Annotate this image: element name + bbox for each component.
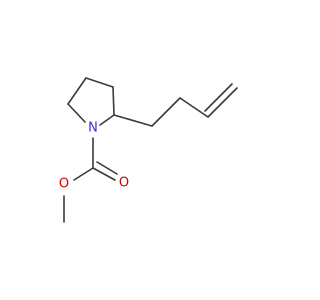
double-bond-co-2	[96, 161, 118, 175]
double-bond-inner	[204, 83, 233, 112]
double-bond-co-1	[92, 167, 116, 181]
bond-c2-chain1	[113, 114, 153, 127]
bond-c4-c3	[85, 77, 114, 88]
carbonyl-oxygen-label: O	[119, 176, 129, 191]
bond-c3-c2	[112, 86, 115, 116]
bond-c5-c4	[67, 77, 87, 105]
structure-canvas: N O O	[58, 77, 238, 223]
bond-n-c5	[67, 103, 86, 123]
ester-oxygen-label: O	[59, 177, 69, 192]
nitrogen-atom-label: N	[88, 121, 98, 136]
bond-c2-n	[99, 114, 115, 126]
bond-chain1-chain2	[151, 97, 181, 127]
bond-c-ester-o	[73, 167, 94, 181]
double-bond-outer	[207, 87, 238, 118]
bond-chain2-chain3	[179, 97, 209, 118]
molecule-drawing: N O O	[59, 77, 238, 223]
